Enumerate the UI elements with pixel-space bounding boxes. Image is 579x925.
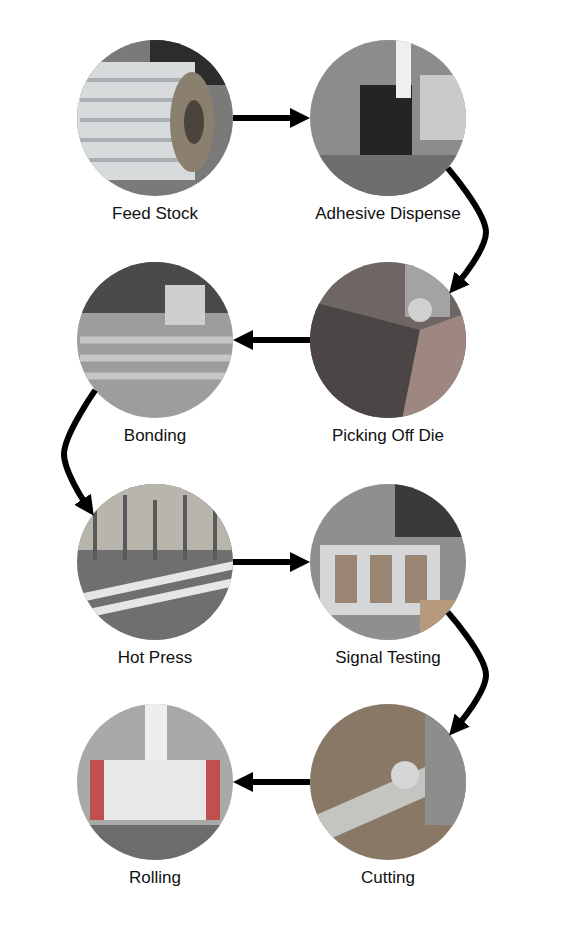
photo-ground	[70, 35, 240, 205]
carrier-film	[400, 310, 475, 430]
flow-arrow	[448, 168, 486, 281]
photo-ground	[70, 700, 240, 870]
flow-arrow	[448, 612, 486, 723]
picking-off-die-photo	[305, 258, 475, 430]
machine-frame	[70, 258, 240, 313]
film-strips	[80, 565, 235, 615]
cutter-frame	[425, 705, 475, 825]
step-circle	[75, 40, 235, 196]
machine-panel	[420, 75, 475, 140]
test-head	[395, 482, 470, 537]
process-step: Picking Off Die	[308, 262, 468, 446]
step-label: Adhesive Dispense	[315, 204, 461, 224]
photo-ground	[305, 480, 475, 650]
step-circle-outline	[77, 484, 233, 640]
step-circle	[75, 262, 235, 418]
photo-ground	[70, 480, 240, 650]
step-circle	[308, 262, 468, 418]
step-circle	[308, 40, 468, 196]
step-circle	[308, 704, 468, 860]
step-circle-outline	[310, 262, 466, 418]
step-label: Rolling	[129, 868, 181, 888]
bond-head	[165, 285, 205, 325]
bonding-photo	[70, 258, 240, 428]
step-label: Feed Stock	[112, 204, 198, 224]
press-rods	[95, 495, 215, 560]
step-label: Hot Press	[118, 648, 193, 668]
step-circle-outline	[77, 262, 233, 418]
step-label: Bonding	[124, 426, 186, 446]
photo-ground	[305, 35, 475, 205]
flow-arrow	[249, 337, 310, 343]
wound-roll	[90, 760, 220, 820]
flow-arrow	[64, 390, 95, 502]
adhesive-dispense-photo	[305, 35, 475, 205]
step-circle	[75, 704, 235, 860]
process-step: Bonding	[75, 262, 235, 446]
process-step: Hot Press	[75, 484, 235, 668]
machine-base	[70, 825, 240, 870]
roll-flange	[206, 760, 220, 820]
roll-rim	[170, 72, 214, 172]
pick-nozzle	[408, 298, 432, 322]
inlay-sample	[335, 555, 357, 603]
step-circle-outline	[310, 704, 466, 860]
step-circle-outline	[77, 704, 233, 860]
signal-testing-photo	[305, 480, 475, 650]
process-step: Rolling	[75, 704, 235, 888]
work-table	[310, 155, 470, 200]
syringe	[396, 38, 411, 98]
step-label: Picking Off Die	[332, 426, 444, 446]
flow-arrow	[249, 779, 310, 785]
step-circle	[308, 484, 468, 640]
flow-arrow	[233, 559, 294, 565]
roll-flange	[90, 760, 104, 820]
hot-press-photo	[70, 480, 240, 650]
rolling-photo	[70, 700, 240, 870]
flow-arrow	[233, 115, 294, 121]
step-circle-outline	[310, 40, 466, 196]
step-label: Signal Testing	[335, 648, 441, 668]
process-step: Adhesive Dispense	[308, 40, 468, 224]
step-circle-outline	[310, 484, 466, 640]
process-step: Feed Stock	[75, 40, 235, 224]
machine-base	[420, 600, 475, 650]
cutter-wheel	[391, 761, 419, 789]
inlay-sample	[405, 555, 427, 603]
die-plate	[305, 300, 420, 430]
process-step: Signal Testing	[308, 484, 468, 668]
roll-hub	[184, 100, 204, 144]
step-circle-outline	[77, 40, 233, 196]
step-label: Cutting	[361, 868, 415, 888]
inlay-sample	[370, 555, 392, 603]
photo-ground	[70, 258, 240, 428]
cutting-photo	[305, 700, 475, 870]
process-step: Cutting	[308, 704, 468, 888]
step-circle	[75, 484, 235, 640]
photo-ground	[305, 700, 475, 870]
inlay-strips	[80, 340, 235, 376]
feed-stock-photo	[70, 35, 240, 205]
